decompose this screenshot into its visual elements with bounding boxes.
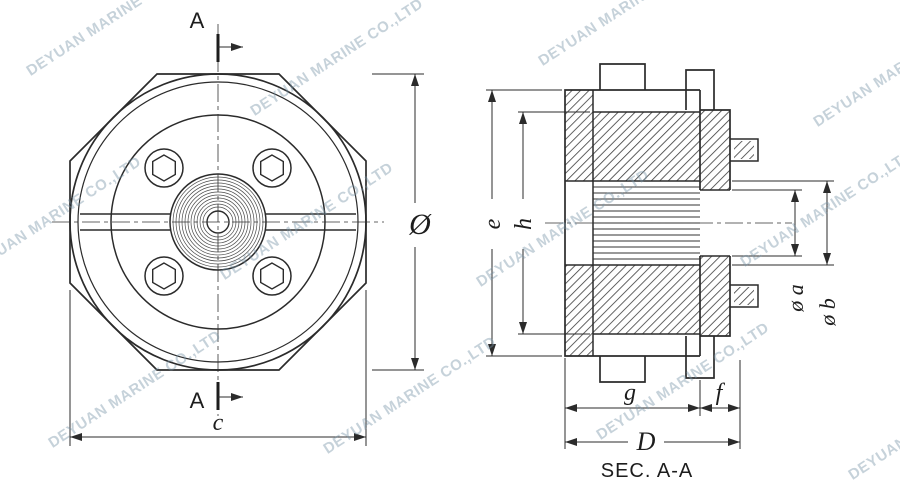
flange-width-label: f xyxy=(716,380,726,406)
flange-octagon-outline xyxy=(69,73,367,371)
packing-lines xyxy=(593,186,700,260)
gland-body-outline xyxy=(564,89,701,357)
width-label-c: c xyxy=(213,410,224,436)
bore-a-label: ø a xyxy=(783,284,808,313)
section-title: SEC. A-A xyxy=(601,460,693,482)
bolt-hole xyxy=(144,148,184,188)
dim-f: f xyxy=(700,360,741,449)
dim-h: h xyxy=(511,111,590,335)
diameter-label: Ø xyxy=(408,208,432,241)
centerlines xyxy=(52,24,384,416)
bore-b-label: ø b xyxy=(815,298,840,327)
body-width-label: g xyxy=(624,380,636,406)
stud-bolts xyxy=(730,138,759,308)
bore-a-lines xyxy=(700,189,730,257)
dim-bore-b: ø b xyxy=(732,180,840,327)
split-lines xyxy=(80,213,356,231)
dim-diameter: Ø xyxy=(372,73,432,371)
front-view: A A Ø c xyxy=(52,8,432,446)
section-label-bottom: A xyxy=(190,388,205,413)
body-step-lines xyxy=(593,111,700,335)
overall-width-label: D xyxy=(636,427,656,456)
dim-e: e xyxy=(480,89,562,357)
cutting-plane-line: A A xyxy=(190,8,243,413)
hatch-regions xyxy=(565,90,754,356)
dim-bore-a: ø a xyxy=(732,189,808,313)
bolt-hole xyxy=(252,148,292,188)
bore-b-lines xyxy=(565,180,700,266)
outer-height-label: e xyxy=(480,218,506,229)
section-view: e h ø a ø b g xyxy=(480,63,840,482)
mounting-lugs xyxy=(599,63,715,383)
bolt-hole xyxy=(144,256,184,296)
section-label-top: A xyxy=(190,8,205,33)
inner-height-label: h xyxy=(511,218,537,230)
bolt-hole xyxy=(252,256,292,296)
dim-c: c xyxy=(69,290,367,446)
dim-g: g xyxy=(564,358,701,449)
dim-D: D xyxy=(565,427,740,456)
end-plate-outline xyxy=(700,109,731,337)
